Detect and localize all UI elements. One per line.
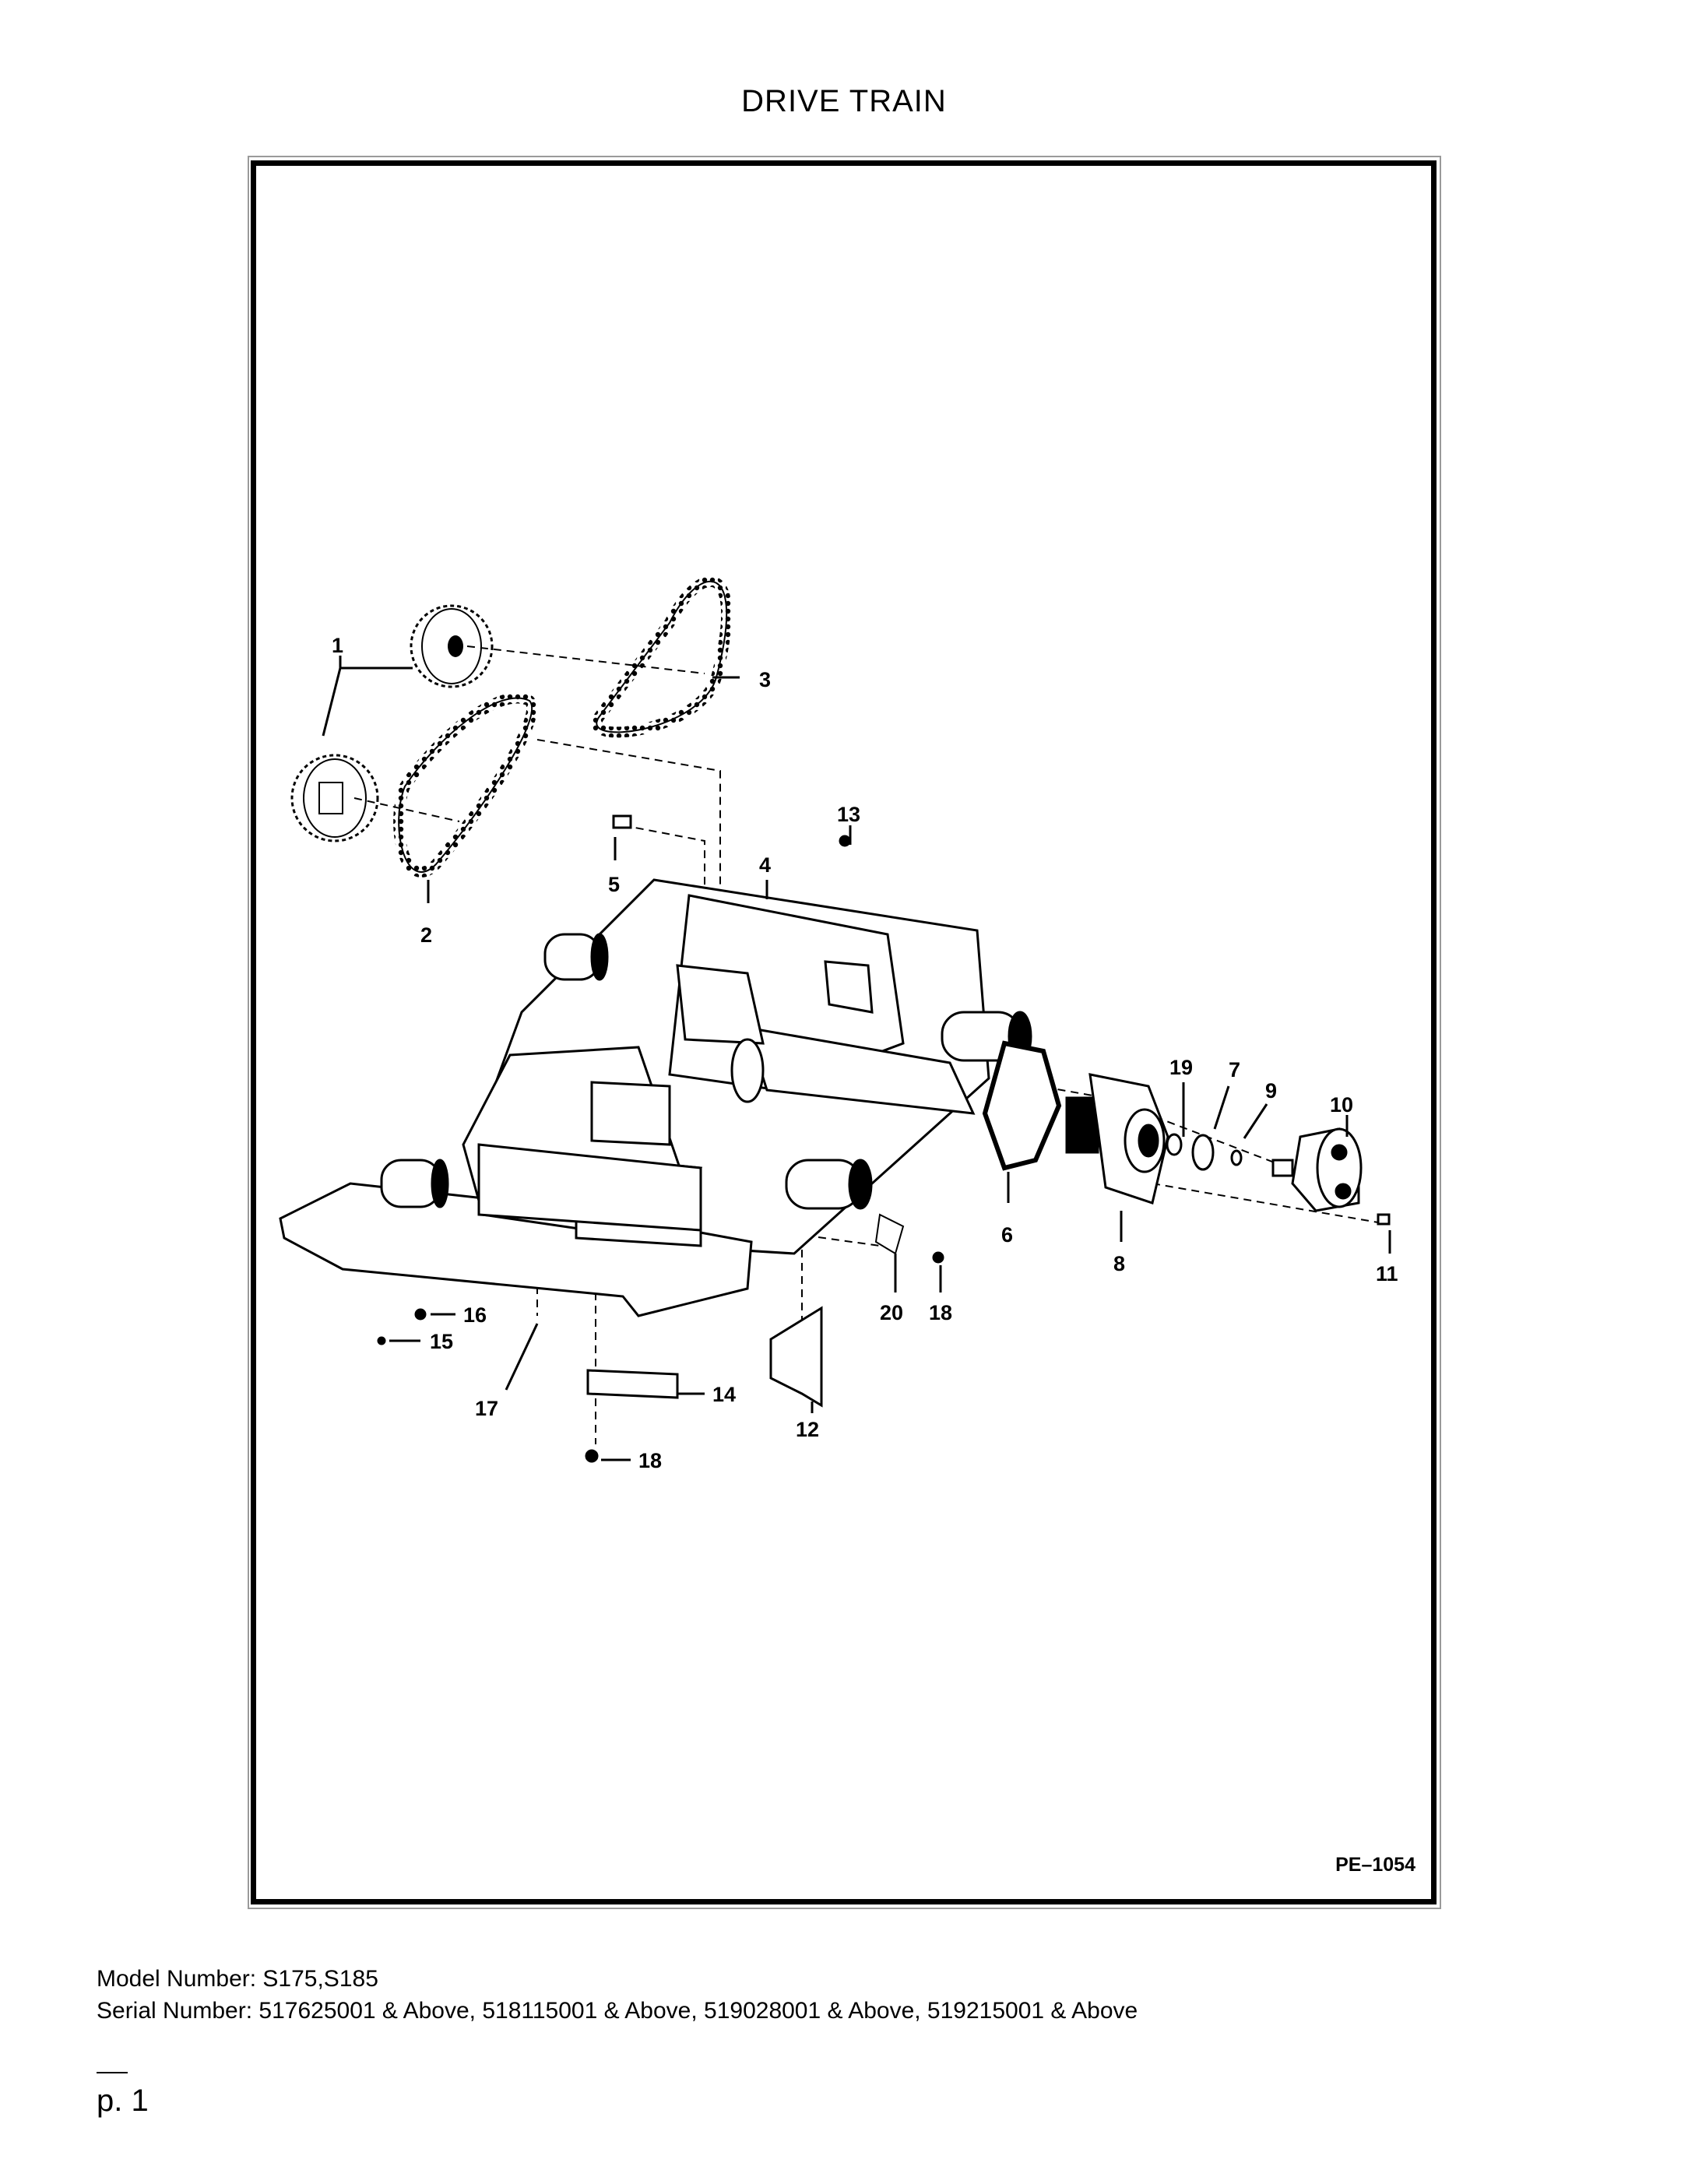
drive-chain-2 [393, 692, 538, 877]
pump-10 [1271, 1127, 1363, 1212]
callout-15: 15 [430, 1330, 453, 1353]
page-title: DRIVE TRAIN [741, 84, 947, 118]
callout-8: 8 [1113, 1252, 1125, 1275]
axle-tubes [380, 933, 1032, 1210]
callout-18a: 18 [929, 1301, 952, 1324]
seals [1166, 1133, 1243, 1171]
callout-17: 17 [475, 1397, 498, 1420]
drive-chain-3 [591, 575, 733, 738]
callout-12: 12 [796, 1418, 819, 1441]
callout-6: 6 [1001, 1223, 1013, 1247]
callout-5: 5 [608, 873, 620, 896]
callout-11: 11 [1376, 1262, 1398, 1285]
callout-3: 3 [759, 668, 771, 691]
callout-labels: 1 2 3 4 5 6 7 8 9 10 11 12 13 14 15 16 1… [332, 634, 1398, 1472]
callout-19: 19 [1169, 1056, 1193, 1079]
callout-10: 10 [1330, 1093, 1353, 1117]
callout-18b: 18 [638, 1449, 662, 1472]
callout-9: 9 [1265, 1079, 1277, 1103]
page-number: p. 1 [97, 2084, 149, 2118]
leader-lines [322, 656, 1391, 1461]
hydraulic-motor-8 [1065, 1073, 1169, 1205]
callout-14: 14 [712, 1383, 736, 1406]
callout-20: 20 [880, 1301, 903, 1324]
callout-2: 2 [420, 923, 432, 947]
figure-frame [251, 160, 1437, 1904]
figure-frame-outer [248, 156, 1441, 1909]
callout-1: 1 [332, 634, 343, 657]
main-frame [279, 878, 990, 1317]
model-number: Model Number: S175,S185 [97, 1966, 378, 1992]
sprocket-upper [410, 604, 494, 688]
callout-13: 13 [837, 803, 860, 826]
figure-code: PE–1054 [1335, 1854, 1415, 1876]
callout-7: 7 [1229, 1058, 1240, 1081]
small-parts [377, 814, 1391, 1463]
callout-4: 4 [759, 853, 771, 877]
gasket-6 [982, 1040, 1062, 1171]
serial-number: Serial Number: 517625001 & Above, 518115… [97, 1998, 1138, 2024]
callout-16: 16 [463, 1303, 487, 1327]
sprocket-lower [290, 754, 379, 842]
exploded-parts-diagram: 1 2 3 4 5 6 7 8 9 10 11 12 13 14 15 16 1… [279, 575, 1398, 1472]
page-number-rule [97, 2072, 128, 2073]
